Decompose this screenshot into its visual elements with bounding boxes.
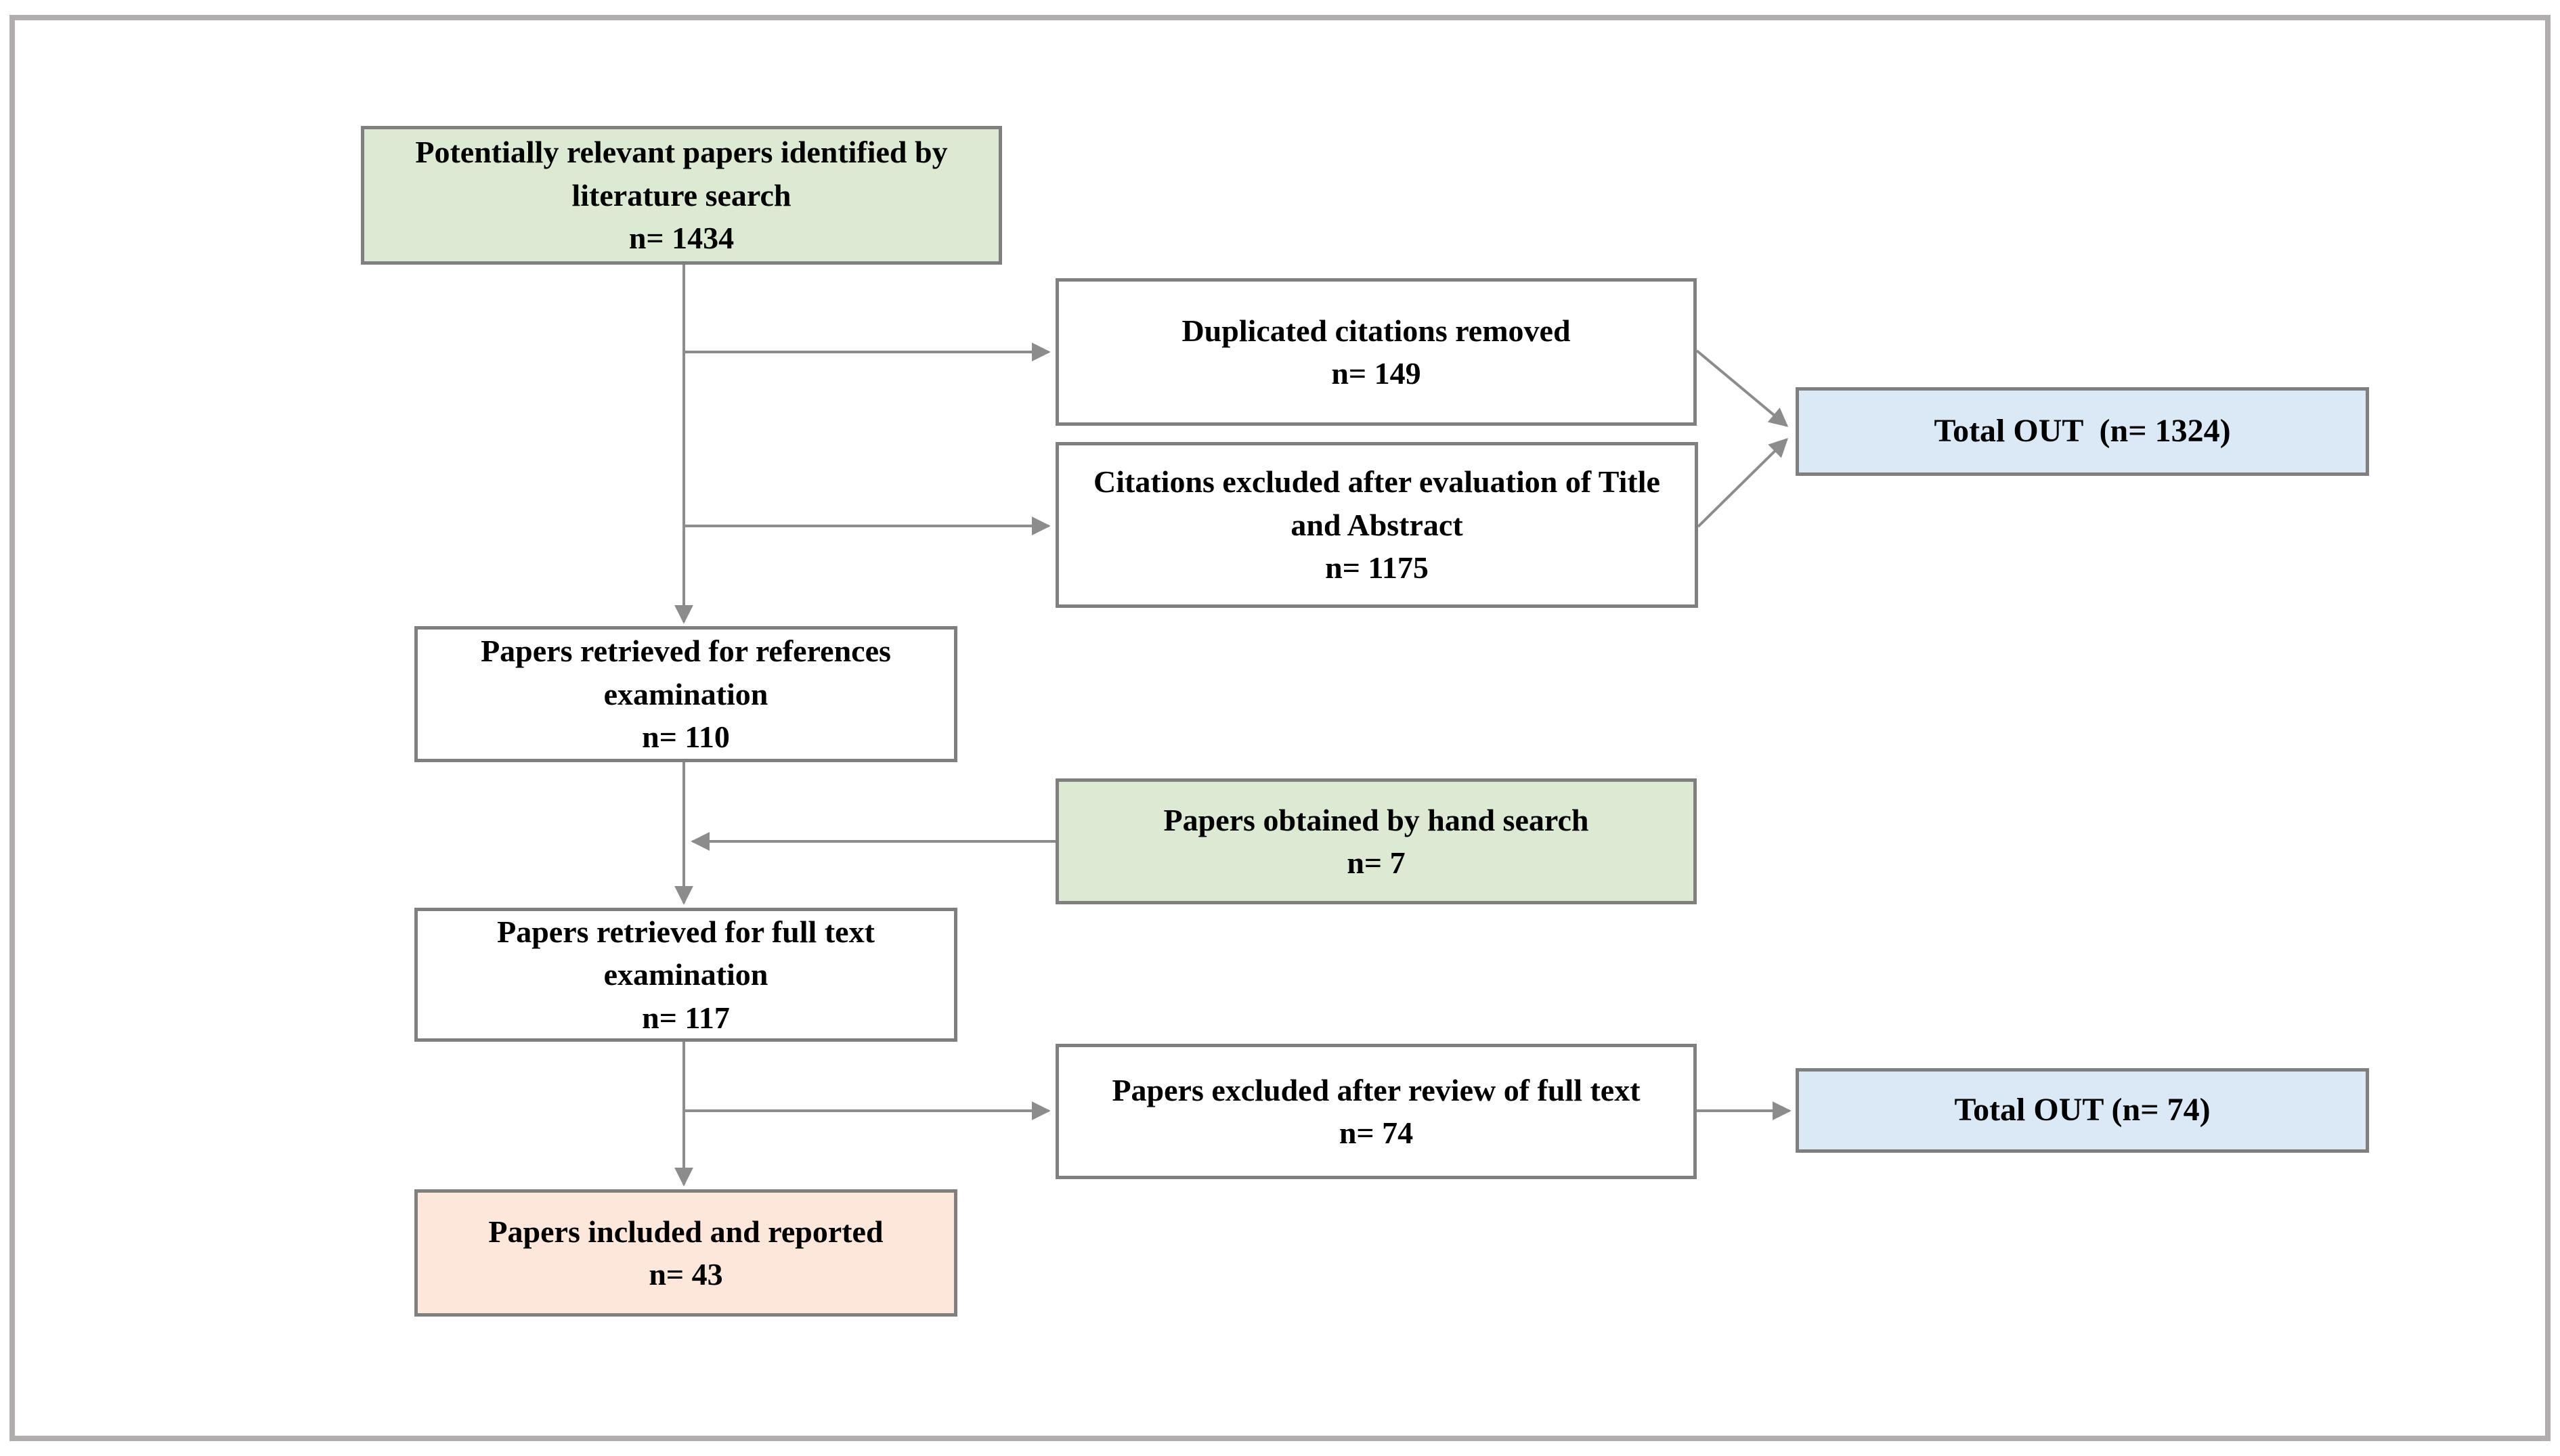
node-count: n= 74 [1339,1116,1414,1150]
node-count: n= 1175 [1325,550,1429,586]
node-label: Total OUT (n= 1324) [1934,413,2231,449]
node-label: Papers excluded after review of full tex… [1112,1072,1641,1107]
node-label: Papers obtained by hand search [1163,802,1589,837]
node-duplicated-citations-removed: Duplicated citations removed n= 149 [1056,278,1697,426]
node-count: n= 43 [649,1257,723,1292]
node-label: Papers retrieved for references examinat… [481,634,891,711]
node-papers-full-text-examination: Papers retrieved for full text examinati… [414,908,957,1042]
node-count: n= 117 [642,1000,730,1035]
node-total-out-full-text: Total OUT (n= 74) [1796,1068,2369,1153]
node-label: Total OUT (n= 74) [1954,1092,2211,1128]
arrow-duplicates-to-total-out [1695,349,1789,427]
node-count: n= 1434 [628,221,735,256]
node-papers-excluded-full-text: Papers excluded after review of full tex… [1056,1044,1697,1179]
node-citations-excluded-title-abstract: Citations excluded after evaluation of T… [1056,442,1698,608]
node-papers-hand-search: Papers obtained by hand search n= 7 [1056,778,1697,904]
node-count: n= 149 [1331,356,1421,391]
node-count: n= 7 [1347,845,1406,880]
node-count: n= 110 [642,720,730,755]
node-potentially-relevant-papers: Potentially relevant papers identified b… [361,126,1002,265]
node-label: Citations excluded after evaluation of T… [1093,464,1660,542]
node-papers-references-examination: Papers retrieved for references examinat… [414,626,957,762]
node-label: Papers retrieved for full text examinati… [497,914,875,992]
node-papers-included-reported: Papers included and reported n= 43 [414,1189,957,1317]
arrow-title-abstract-to-total-out [1697,438,1788,528]
node-total-out-screening: Total OUT (n= 1324) [1796,387,2369,476]
node-label: Papers included and reported [488,1214,884,1249]
node-label: Duplicated citations removed [1181,313,1571,348]
node-label: Potentially relevant papers identified b… [415,135,948,213]
